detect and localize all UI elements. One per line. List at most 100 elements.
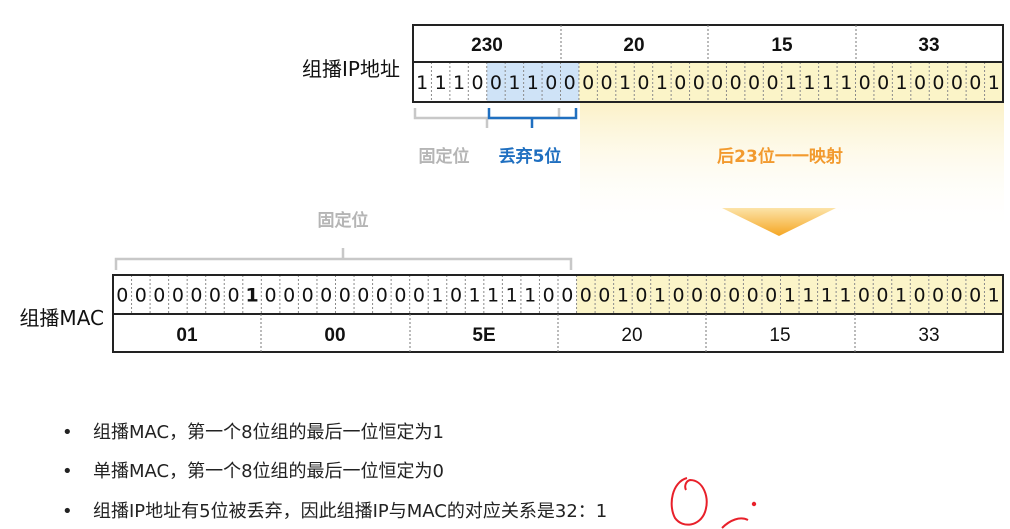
mac-bit-cell: [669, 275, 688, 314]
mac-bit: 1: [487, 285, 499, 307]
mac-bit-cell: [520, 275, 540, 314]
ip-bit-cell: [542, 62, 561, 102]
mac-octet-3: 5E: [472, 325, 495, 346]
mac-bit: 0: [227, 285, 239, 307]
mac-bit-cell: [891, 275, 911, 314]
mac-bit-cell: [113, 275, 132, 314]
mac-bit-cell: [761, 275, 781, 314]
mac-bit: 0: [747, 285, 759, 307]
ip-bit-cell: [781, 62, 801, 102]
note-2: 单播MAC，第一个8位组的最后一位恒定为0: [93, 461, 444, 482]
ip-bit: 0: [951, 72, 963, 94]
ip-bit-cell: [726, 62, 745, 102]
mac-bit-cell: [724, 275, 744, 314]
red-dot-mark: [751, 501, 757, 507]
ip-bit: 0: [674, 72, 686, 94]
mac-bit: 0: [357, 285, 369, 307]
mac-bit: 0: [543, 285, 555, 307]
mac-bit-cell: [558, 275, 577, 314]
ip-bit-cell: [578, 62, 598, 102]
ip-bit: 0: [490, 72, 502, 94]
ip-bit-cell: [837, 62, 856, 102]
mac-bit: 1: [821, 285, 833, 307]
ip-bit: 1: [896, 72, 908, 94]
ip-bit: 1: [416, 72, 428, 94]
mac-bit-cell: [539, 275, 558, 314]
mac-bit: 0: [320, 285, 332, 307]
ip-bit-cell: [892, 62, 911, 102]
ip-bit: 0: [969, 72, 981, 94]
mac-bit: 0: [153, 285, 165, 307]
mac-bit: 1: [895, 285, 907, 307]
mac-bit-cell: [242, 275, 262, 314]
mac-bit: 1: [784, 285, 796, 307]
mac-bit-cell: [187, 275, 206, 314]
mac-bit-cell: [965, 275, 985, 314]
mac-bit: 1: [431, 285, 443, 307]
mac-bit: 0: [394, 285, 406, 307]
ip-bit: 1: [527, 72, 539, 94]
mac-bit: 0: [190, 285, 202, 307]
mac-bit: 0: [932, 285, 944, 307]
mac-bit-cell: [205, 275, 225, 314]
mac-bit: 1: [802, 285, 814, 307]
note-1: 组播MAC，第一个8位组的最后一位恒定为1: [93, 422, 444, 443]
mac-octet-row: 01 00 5E 20 15 33: [112, 313, 1004, 353]
ip-octet-1: 230: [471, 35, 503, 56]
ip-octet-2: 20: [623, 35, 644, 56]
ip-bit-cell: [652, 62, 672, 102]
mac-bit-cell: [335, 275, 355, 314]
red-circle-mark: [670, 477, 708, 526]
mac-bit-cell: [650, 275, 670, 314]
fixed-bits-label: 固定位: [419, 146, 470, 167]
mac-bit-cell: [428, 275, 447, 314]
mac-octet-2: 00: [324, 325, 345, 346]
mac-bit: 1: [654, 285, 666, 307]
mac-bit: 0: [672, 285, 684, 307]
mac-bit-cell: [168, 275, 188, 314]
ip-bit: 0: [693, 72, 705, 94]
mac-bit-cell: [502, 275, 521, 314]
ip-bit: 0: [637, 72, 649, 94]
notes-list: • 组播MAC，第一个8位组的最后一位恒定为1 • 单播MAC，第一个8位组的最…: [62, 422, 607, 522]
mac-bit-cell: [316, 275, 336, 314]
mac-bit: 0: [635, 285, 647, 307]
ip-bit: 0: [748, 72, 760, 94]
ip-bit: 1: [822, 72, 834, 94]
mac-bit-cell: [595, 275, 614, 314]
ip-bit: 1: [453, 72, 465, 94]
ip-bit-cell: [505, 62, 524, 102]
ip-bit-cell: [468, 62, 487, 102]
mac-bit: 0: [302, 285, 314, 307]
ip-bit-cell: [597, 62, 616, 102]
mac-bit: 1: [469, 285, 481, 307]
mac-bit-cell: [409, 275, 429, 314]
mac-bit: 0: [376, 285, 388, 307]
mac-bit: 0: [765, 285, 777, 307]
ip-bit-cell: [413, 62, 432, 102]
mac-bit: 0: [691, 285, 703, 307]
ip-bit-cell: [910, 62, 930, 102]
mac-row-label: 组播MAC: [19, 306, 104, 330]
note-bullet: •: [62, 422, 73, 443]
ip-bit: 1: [840, 72, 852, 94]
mac-octet-5: 15: [769, 325, 790, 346]
mapping-label: 后23位一一映射: [717, 146, 843, 167]
mac-bit-cell: [150, 275, 169, 314]
mac-bit: 1: [617, 285, 629, 307]
mac-bit-cell: [743, 275, 762, 314]
ip-bit: 1: [785, 72, 797, 94]
mac-bit: 0: [116, 285, 128, 307]
ip-octet-3: 15: [771, 35, 793, 56]
mac-bit: 0: [561, 285, 573, 307]
mac-bit-cell: [632, 275, 651, 314]
mac-bit: 1: [506, 285, 518, 307]
mac-bit: 0: [135, 285, 147, 307]
ip-bit-cell: [689, 62, 708, 102]
mac-bit: 0: [209, 285, 221, 307]
ip-octet-4: 33: [918, 35, 939, 56]
mac-bit-cell: [298, 275, 317, 314]
mac-octet-1: 01: [176, 325, 198, 346]
mac-bit: 0: [969, 285, 981, 307]
note-bullet: •: [62, 461, 73, 482]
